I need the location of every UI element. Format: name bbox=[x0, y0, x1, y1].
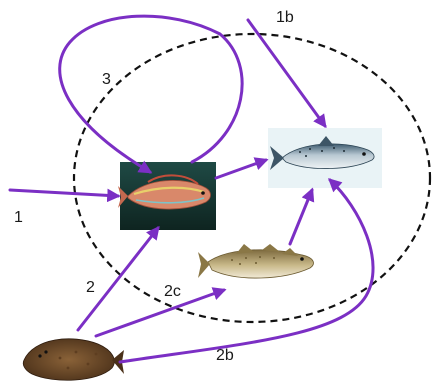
arrow-2c-halibut-to-cod bbox=[96, 290, 224, 336]
label-2: 2 bbox=[86, 279, 95, 296]
label-1: 1 bbox=[14, 209, 23, 226]
label-3: 3 bbox=[102, 71, 111, 88]
arrow-cod-to-salmon bbox=[290, 190, 312, 244]
wrasse-fish-photo bbox=[118, 162, 216, 230]
arrow-wrasse-to-salmon bbox=[216, 160, 266, 178]
arrow-1-input-to-wrasse bbox=[10, 190, 118, 196]
label-2b: 2b bbox=[216, 347, 234, 364]
arrow-3-loop-into-wrasse bbox=[60, 16, 242, 172]
label-2c: 2c bbox=[164, 283, 181, 300]
cod-photo bbox=[198, 244, 313, 278]
salmon-photo bbox=[268, 128, 382, 188]
halibut-photo bbox=[23, 339, 124, 380]
label-1b: 1b bbox=[276, 9, 294, 26]
